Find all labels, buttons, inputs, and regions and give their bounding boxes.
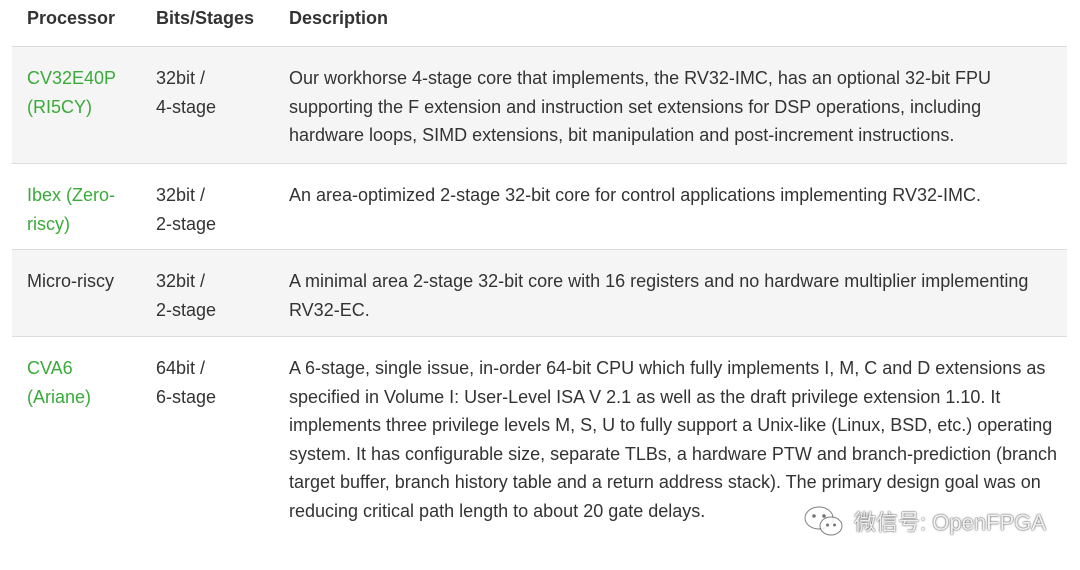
description-cell: A minimal area 2-stage 32-bit core with …: [289, 271, 1029, 320]
processor-name-line2: (RI5CY): [27, 96, 93, 117]
bits-line1: 32bit /: [156, 271, 206, 291]
table-row: CVA6 (Ariane) 64bit / 6-stage A 6-stage,…: [12, 336, 1067, 570]
bits-stages-cell: 64bit / 6-stage: [142, 354, 274, 570]
processor-table: Processor Bits/Stages Description CV32E4…: [12, 0, 1067, 570]
processor-name-line1: CV32E40P: [27, 68, 117, 88]
bits-stages-cell: 32bit / 2-stage: [142, 181, 274, 249]
bits-line2: 6-stage: [156, 386, 217, 407]
bits-line1: 32bit /: [156, 185, 206, 205]
processor-name-line2: riscy): [27, 213, 70, 234]
header-processor[interactable]: Processor: [27, 8, 116, 28]
processor-cell: CV32E40P (RI5CY): [12, 64, 142, 163]
bits-stages-cell: 32bit / 4-stage: [142, 64, 274, 163]
processor-cell: Ibex (Zero- riscy): [12, 181, 142, 249]
processor-link-cv32e40p[interactable]: CV32E40P (RI5CY): [27, 68, 116, 117]
description-cell: A 6-stage, single issue, in-order 64-bit…: [289, 358, 1058, 521]
header-bits-stages[interactable]: Bits/Stages: [156, 8, 255, 28]
processor-cell: CVA6 (Ariane): [12, 354, 142, 570]
processor-link-ibex[interactable]: Ibex (Zero- riscy): [27, 185, 115, 234]
bits-line2: 2-stage: [156, 299, 217, 320]
bits-line2: 2-stage: [156, 213, 217, 234]
processor-name-plain: Micro-riscy: [27, 271, 114, 291]
table-row: Ibex (Zero- riscy) 32bit / 2-stage An ar…: [12, 163, 1067, 249]
description-cell: Our workhorse 4-stage core that implemen…: [289, 68, 991, 146]
table-header-row: Processor Bits/Stages Description: [12, 0, 1067, 46]
processor-name-line1: CVA6: [27, 358, 73, 378]
bits-line1: 32bit /: [156, 68, 206, 88]
processor-name-line1: Ibex (Zero-: [27, 185, 116, 205]
bits-line2: 4-stage: [156, 96, 217, 117]
bits-line1: 64bit /: [156, 358, 206, 378]
table-row: CV32E40P (RI5CY) 32bit / 4-stage Our wor…: [12, 46, 1067, 163]
processor-link-cva6[interactable]: CVA6 (Ariane): [27, 358, 91, 407]
table-row: Micro-riscy 32bit / 2-stage A minimal ar…: [12, 249, 1067, 336]
processor-cell: Micro-riscy: [12, 267, 142, 336]
processor-name-line2: (Ariane): [27, 386, 92, 407]
description-cell: An area-optimized 2-stage 32-bit core fo…: [289, 185, 981, 205]
header-description[interactable]: Description: [289, 8, 389, 28]
bits-stages-cell: 32bit / 2-stage: [142, 267, 274, 336]
